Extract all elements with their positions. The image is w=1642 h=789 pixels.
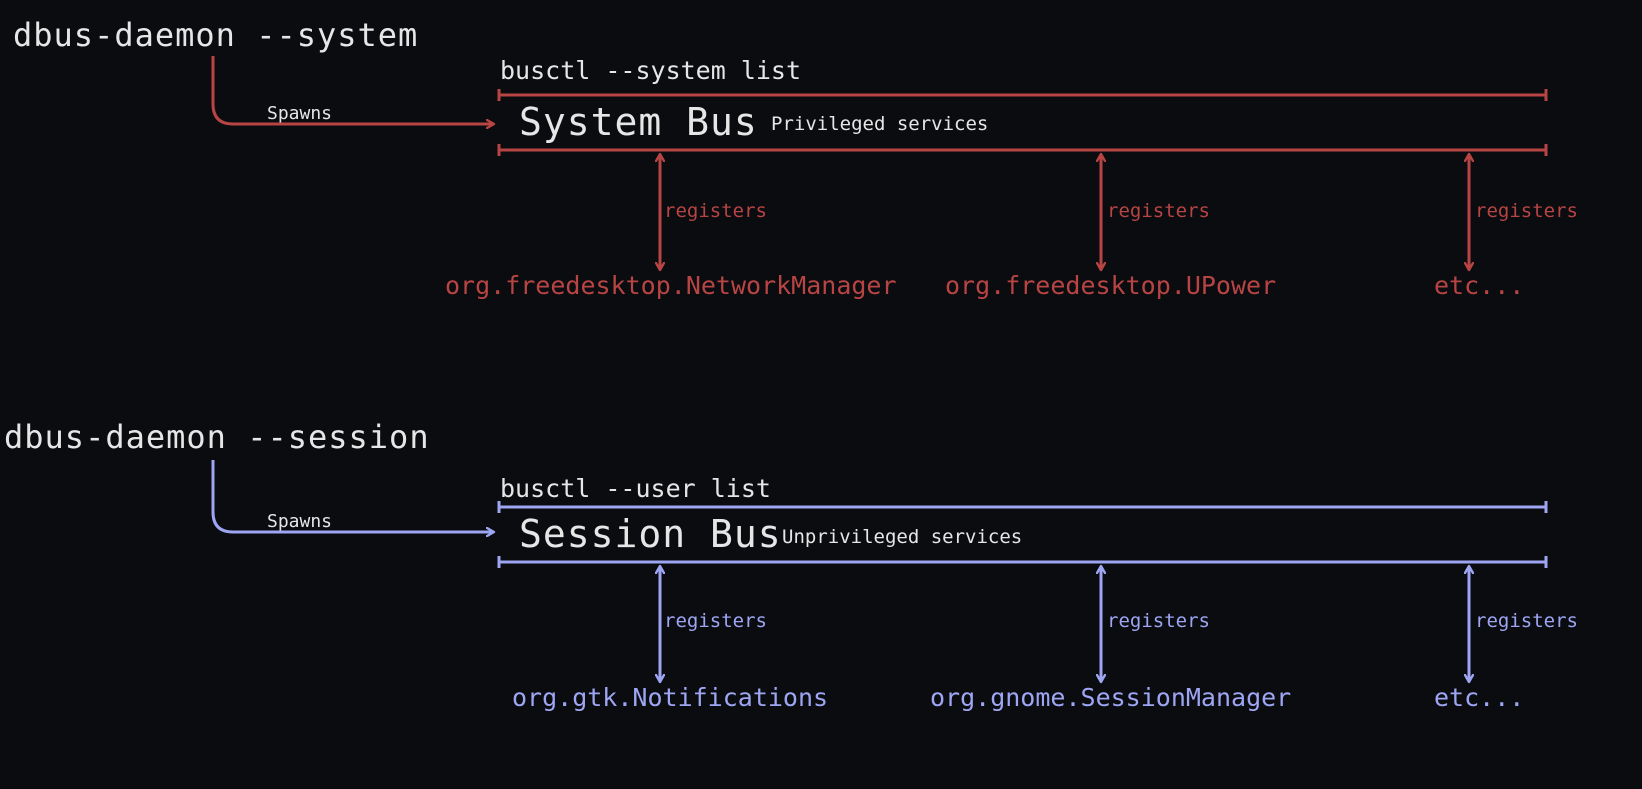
session-registers-label-1: registers (664, 610, 767, 632)
system-bus-description: Privileged services (771, 113, 988, 135)
system-spawn-connector (211, 56, 494, 124)
system-registers-label-1: registers (664, 200, 767, 222)
system-spawns-label: Spawns (267, 103, 332, 124)
session-bus-bottom-rail (497, 556, 1548, 568)
system-section: dbus-daemon --system Spawns busctl --sys… (13, 16, 1578, 300)
system-bus-top-rail (497, 89, 1548, 101)
system-daemon-label: dbus-daemon --system (13, 16, 418, 54)
session-spawns-label: Spawns (267, 511, 332, 532)
session-busctl-command: busctl --user list (500, 474, 771, 503)
session-service-etc: etc... (1434, 683, 1524, 712)
system-bus-bottom-rail (497, 144, 1548, 156)
session-registers-label-3: registers (1475, 610, 1578, 632)
system-registers-label-3: registers (1475, 200, 1578, 222)
session-section: dbus-daemon --session Spawns busctl --us… (4, 418, 1578, 712)
system-registers-label-2: registers (1107, 200, 1210, 222)
session-spawn-connector (211, 460, 494, 532)
session-bus-top-rail (497, 501, 1548, 513)
system-bus-title: System Bus (519, 100, 758, 144)
system-service-networkmanager: org.freedesktop.NetworkManager (445, 271, 897, 300)
system-service-upower: org.freedesktop.UPower (945, 271, 1276, 300)
session-service-sessionmanager: org.gnome.SessionManager (930, 683, 1291, 712)
session-registers-label-2: registers (1107, 610, 1210, 632)
session-daemon-label: dbus-daemon --session (4, 418, 430, 456)
session-bus-description: Unprivileged services (782, 526, 1022, 548)
session-bus-title: Session Bus (519, 512, 782, 556)
system-service-etc: etc... (1434, 271, 1524, 300)
system-busctl-command: busctl --system list (500, 56, 801, 85)
session-service-notifications: org.gtk.Notifications (512, 683, 828, 712)
